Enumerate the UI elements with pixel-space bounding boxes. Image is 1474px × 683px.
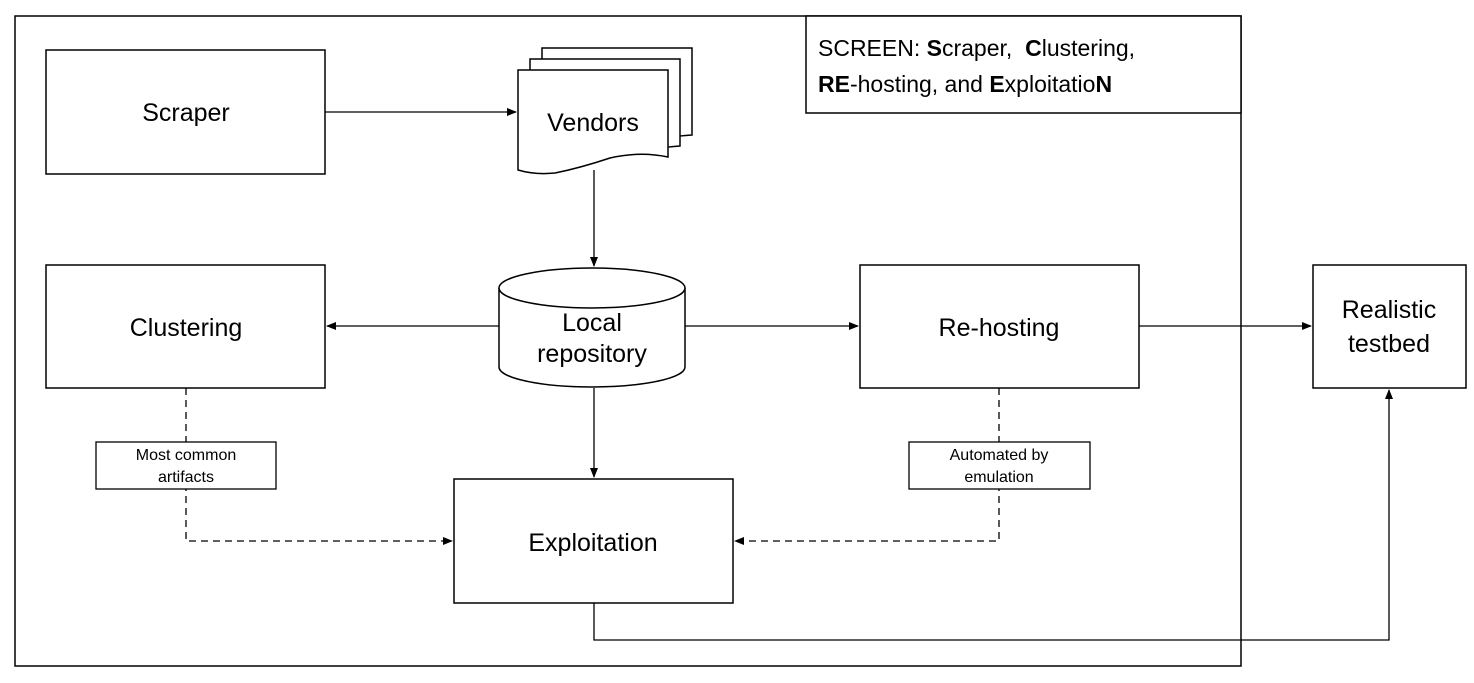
- clustering-label: Clustering: [130, 314, 243, 342]
- legend-line2-run-4: N: [1095, 71, 1112, 97]
- clustering-node: Clustering: [45, 264, 326, 389]
- legend-box: SCREEN: Scraper, Clustering, RE-hosting,…: [805, 15, 1242, 114]
- note-automated-by-emulation: Automated by emulation: [908, 441, 1091, 490]
- local-repository-label-line1: Local: [562, 309, 622, 337]
- legend-line2-run-0: RE: [818, 71, 850, 97]
- realistic-testbed-node: Realistic testbed: [1312, 264, 1467, 389]
- dashed-rehosting-to-exploitation: [734, 388, 1000, 545]
- realistic-testbed-label-line2: testbed: [1348, 330, 1430, 358]
- legend-line2-run-3: xploitatio: [1005, 71, 1096, 97]
- vendors-label: Vendors: [547, 109, 639, 137]
- arrow-exploitation-to-testbed: [593, 389, 1393, 641]
- exploitation-node: Exploitation: [453, 478, 734, 604]
- legend-line1-run-4: lustering,: [1042, 35, 1135, 61]
- legend-line2-run-1: -hosting, and: [850, 71, 989, 97]
- note-most-common-artifacts-line1: Most common: [136, 447, 236, 464]
- legend-line1-run-2: craper,: [942, 35, 1025, 61]
- dashed-clustering-to-exploitation: [185, 388, 453, 545]
- local-repository-label-line2: repository: [537, 340, 647, 368]
- legend-line1-run-3: C: [1025, 35, 1042, 61]
- legend-line2-run-2: E: [989, 71, 1004, 97]
- note-most-common-artifacts: Most common artifacts: [95, 441, 277, 490]
- rehosting-node: Re-hosting: [859, 264, 1140, 389]
- legend-line-1: SCREEN: Scraper, Clustering,: [818, 35, 1135, 61]
- note-most-common-artifacts-line2: artifacts: [158, 469, 214, 486]
- note-automated-by-emulation-line2: emulation: [964, 469, 1033, 486]
- rehosting-label: Re-hosting: [939, 314, 1060, 342]
- legend-line-2: RE-hosting, and ExploitatioN: [818, 71, 1112, 97]
- realistic-testbed-label-line1: Realistic: [1342, 296, 1436, 324]
- exploitation-label: Exploitation: [528, 529, 657, 557]
- note-automated-by-emulation-line1: Automated by: [950, 447, 1049, 464]
- vendors-node: Vendors: [517, 47, 693, 175]
- legend-line1-run-0: SCREEN:: [818, 35, 927, 61]
- legend-line1-run-1: S: [927, 35, 942, 61]
- local-repository-node: Local repository: [498, 267, 686, 388]
- screen-system-boundary: [14, 15, 1242, 667]
- scraper-label: Scraper: [142, 99, 230, 127]
- scraper-node: Scraper: [45, 49, 326, 175]
